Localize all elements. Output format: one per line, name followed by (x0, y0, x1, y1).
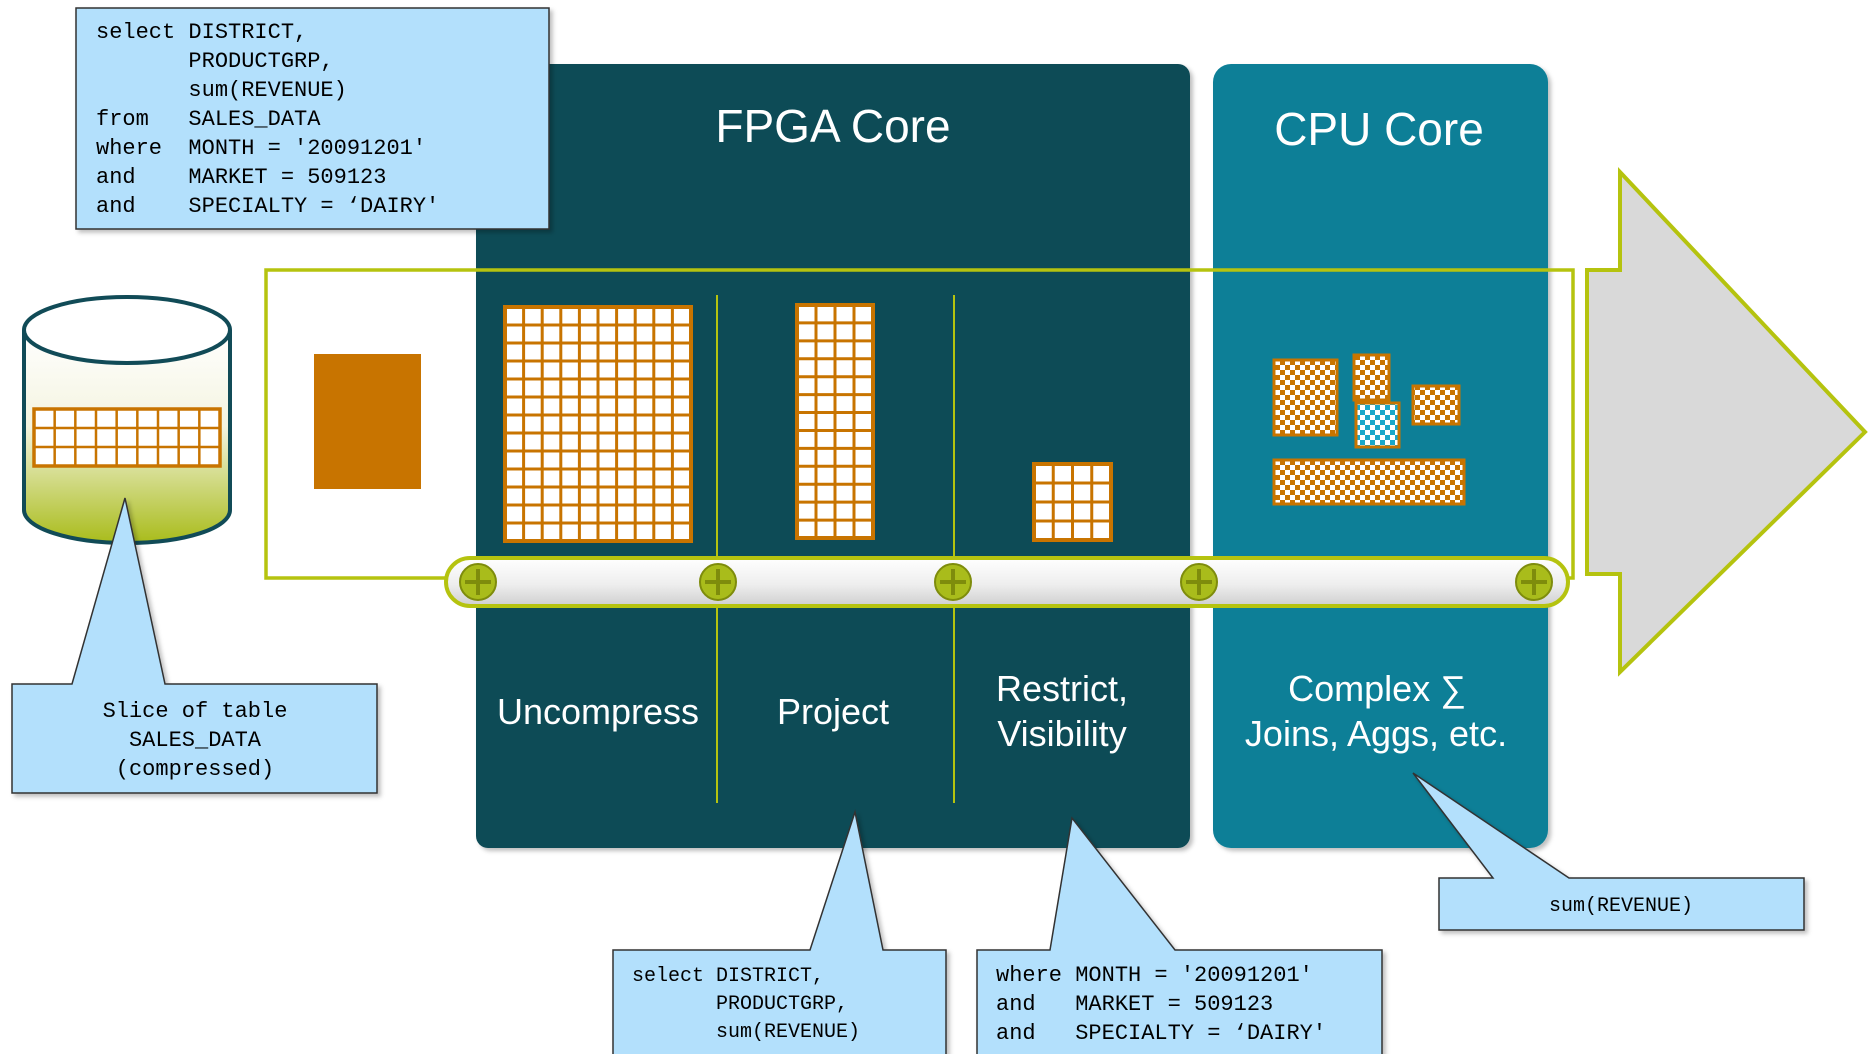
projected-grid (795, 303, 875, 540)
query-line: sum(REVENUE) (96, 78, 347, 103)
query-text: select DISTRICT, PRODUCTGRP, sum(REVENUE… (96, 20, 439, 219)
project-line: PRODUCTGRP, (632, 993, 848, 1016)
query-line: where MONTH = '20091201' (96, 136, 426, 161)
slice-line: Slice of table (103, 699, 288, 724)
project-line: select DISTRICT, (632, 965, 824, 988)
project-callout (612, 809, 947, 1054)
where-line: where MONTH = '20091201' (996, 963, 1313, 988)
restricted-grid (1032, 462, 1113, 542)
stage-label-visibility: Visibility (997, 713, 1126, 754)
cpu-data-block (1272, 458, 1466, 506)
sum-callout (1412, 772, 1805, 931)
cpu-data-block (1272, 358, 1339, 437)
stage-label-joins: Joins, Aggs, etc. (1245, 713, 1507, 754)
fpga-core-title: FPGA Core (715, 100, 950, 152)
slice-line: (compressed) (116, 757, 274, 782)
query-callout (75, 7, 550, 230)
stage-label-uncompress: Uncompress (497, 691, 699, 732)
cpu-core-panel (1213, 64, 1548, 848)
output-arrow (1585, 166, 1868, 677)
uncompressed-grid (503, 305, 693, 543)
pipeline-connectors (459, 563, 1553, 601)
project-line: sum(REVENUE) (632, 1021, 860, 1044)
slice-callout (11, 497, 378, 794)
pipeline-node-cross (940, 569, 966, 595)
cpu-data-block-highlight (1354, 401, 1401, 449)
where-callout (976, 816, 1383, 1054)
cpu-data-block (1411, 384, 1461, 426)
stage-label-complex: Complex ∑ (1288, 668, 1466, 709)
compressed-data-block (314, 354, 421, 489)
query-line: PRODUCTGRP, (96, 49, 334, 74)
query-line: from SALES_DATA (96, 107, 321, 132)
stage-label-project: Project (777, 691, 889, 732)
slice-line: SALES_DATA (129, 728, 262, 753)
query-line: and SPECIALTY = ‘DAIRY' (96, 194, 439, 219)
stage-label-restrict: Restrict, (996, 668, 1128, 709)
query-line: and MARKET = 509123 (96, 165, 386, 190)
grid-frame (32, 407, 222, 468)
where-line: and MARKET = 509123 (996, 992, 1273, 1017)
cpu-core-title: CPU Core (1274, 103, 1484, 155)
pipeline-node-cross (465, 569, 491, 595)
pipeline-tube (444, 556, 1570, 608)
pipeline-node-cross (1521, 569, 1547, 595)
table-slice-grid (32, 407, 222, 468)
pipeline-node-cross (705, 569, 731, 595)
where-line: and SPECIALTY = ‘DAIRY' (996, 1021, 1326, 1046)
cpu-data-block (1352, 353, 1391, 402)
sum-text: sum(REVENUE) (1549, 895, 1693, 918)
query-line: select DISTRICT, (96, 20, 307, 45)
pipeline-node-cross (1186, 569, 1212, 595)
